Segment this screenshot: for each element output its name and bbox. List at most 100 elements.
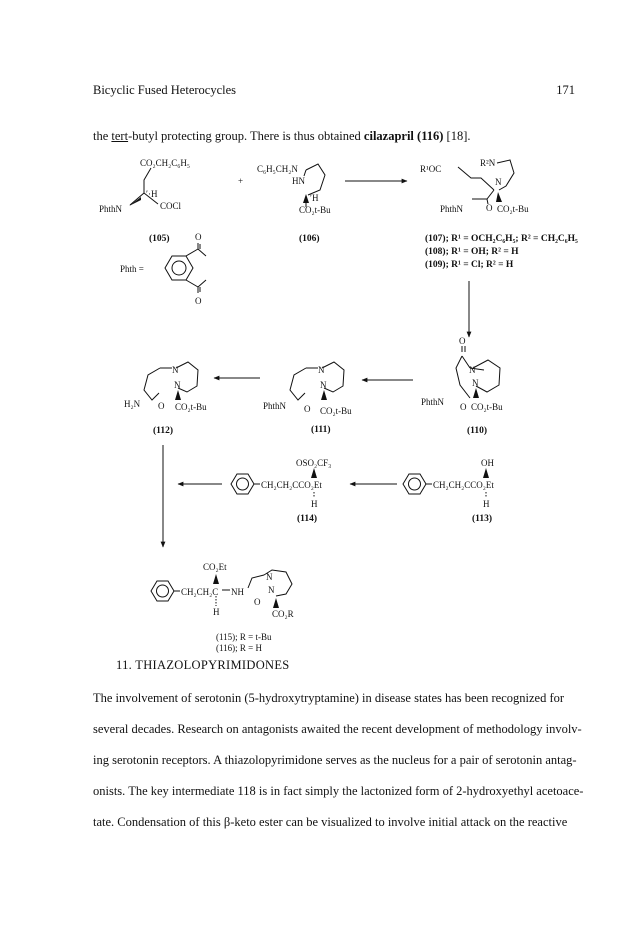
def-115: (115); R = t-Bu (216, 632, 272, 642)
c111-phthn: PhthN (263, 401, 287, 411)
body-line: tate. Condensation of this β-keto ester … (93, 815, 568, 829)
c114-otf: OSO₂CF₃ (296, 458, 331, 468)
c110-o-top: O (459, 336, 466, 346)
phth-o-top: O (195, 232, 202, 242)
c107-o: O (486, 203, 493, 213)
c113-h: H (483, 499, 490, 509)
def-108: (108); R¹ = OH; R² = H (425, 246, 519, 257)
c115-n1: N (266, 572, 273, 582)
c114-h: H (311, 499, 318, 509)
c107-chain (457, 166, 495, 205)
body-line: several decades. Research on antagonists… (93, 722, 582, 736)
c114-wedge (311, 468, 317, 478)
c111-ester: CO₂t-Bu (320, 406, 352, 416)
c107-ring (496, 159, 515, 191)
c105-h: ′·H (146, 189, 158, 199)
c111-ring-b (321, 361, 345, 393)
compound-114 (230, 468, 317, 498)
phth-benzene (164, 255, 194, 281)
c107-r1oc: R¹OC (420, 164, 441, 174)
c115-o: O (254, 597, 261, 607)
intro-mid: -butyl protecting group. There is thus o… (128, 129, 364, 143)
c106-label: (106) (299, 233, 320, 244)
c113-oh: OH (481, 458, 494, 468)
c115-n2: N (268, 585, 275, 595)
c107-r2n: R²N (480, 158, 496, 168)
phthaloyl-structure (164, 243, 207, 293)
c111-wedge (321, 390, 327, 400)
c110-ring-b (472, 359, 501, 393)
c106-benzyl-n: C₆H₅CH₂N (257, 164, 298, 174)
phth-definition: Phth = (120, 264, 144, 274)
c105-phthn: PhthN (99, 204, 123, 214)
compound-105 (129, 167, 159, 206)
c110-n1: N (469, 365, 476, 375)
c107-phthn: PhthN (440, 204, 464, 214)
c111-label: (111) (311, 424, 331, 435)
c115-nh: NH (231, 587, 244, 597)
body-line: ing serotonin receptors. A thiazolopyrim… (93, 753, 577, 767)
compound-111 (289, 361, 345, 401)
c110-carbonyl (461, 346, 466, 352)
page-number: 171 (556, 83, 575, 97)
c115-h: H (213, 607, 220, 617)
c111-ring-a (289, 367, 318, 401)
running-title: Bicyclic Fused Heterocycles (93, 83, 237, 97)
c106-h: ′H (310, 193, 319, 203)
c115-wedge-1 (213, 574, 219, 584)
c112-o: O (158, 401, 165, 411)
compound-107-109 (457, 159, 515, 205)
c111-n1: N (318, 365, 325, 375)
compound-110 (455, 346, 501, 399)
c115-chain: CH₂CH₂C (181, 587, 218, 597)
c111-n2: N (320, 380, 327, 390)
compound-112 (143, 361, 199, 401)
c111-o: O (304, 404, 311, 414)
c110-wedge (473, 388, 479, 398)
c114-aromatic-circle (236, 477, 249, 491)
plus-sign: + (238, 176, 243, 186)
c115-aromatic-circle (156, 584, 169, 598)
c112-ring-a (143, 367, 172, 401)
c110-ring-a (455, 355, 485, 399)
reaction-scheme: CO₂CH₂C₆H₅ ′·H PhthN COCl (105) + C₆H₅CH… (99, 158, 578, 653)
c115-ester: CO₂Et (203, 562, 227, 572)
intro-text: the tert-butyl protecting group. There i… (93, 129, 471, 144)
c106-hn: HN (292, 176, 305, 186)
intro-tert: tert (111, 129, 129, 143)
c114-benzene (230, 473, 255, 495)
body-line: onists. The key intermediate 118 is in f… (93, 784, 584, 798)
c113-chain: CH₂CH₂CCO₂Et (433, 480, 494, 490)
c112-ester: CO₂t-Bu (175, 402, 207, 412)
c113-wedge (483, 468, 489, 478)
phth-aromatic-circle (171, 260, 187, 276)
c105-bonds (129, 167, 159, 206)
section-heading: 11. THIAZOLOPYRIMIDONES (116, 658, 290, 672)
phth-o-bottom: O (195, 296, 202, 306)
c115-benzene (150, 580, 175, 602)
c110-ester: CO₂t-Bu (471, 402, 503, 412)
c112-wedge (175, 390, 181, 400)
c110-n2: N (472, 378, 479, 388)
intro-pre: the (93, 129, 112, 143)
c112-n2: N (174, 380, 181, 390)
compound-115-116 (150, 569, 293, 608)
c107-ester: CO₂t-Bu (497, 204, 529, 214)
c115-co2r: CO₂R (272, 609, 294, 619)
c112-n1: N (172, 365, 179, 375)
def-107: (107); R¹ = OCH₂C₆H₅; R² = CH₂C₆H₅ (425, 233, 578, 244)
c105-cocl: COCl (160, 201, 182, 211)
c110-phthn: PhthN (421, 397, 445, 407)
intro-post: [18]. (443, 129, 471, 143)
compound-113 (402, 468, 489, 498)
body-line: The involvement of serotonin (5-hydroxyt… (93, 691, 565, 705)
c106-ring (303, 163, 326, 196)
c105-label: (105) (149, 233, 170, 244)
c105-wedge (129, 197, 141, 206)
c113-benzene (402, 473, 427, 495)
c113-aromatic-circle (408, 477, 421, 491)
c112-ring-b (175, 361, 199, 393)
def-116: (116); R = H (216, 643, 262, 653)
c106-ester: CO₂t-Bu (299, 205, 331, 215)
c114-chain: CH₂CH₂CCO₂Et (261, 480, 322, 490)
